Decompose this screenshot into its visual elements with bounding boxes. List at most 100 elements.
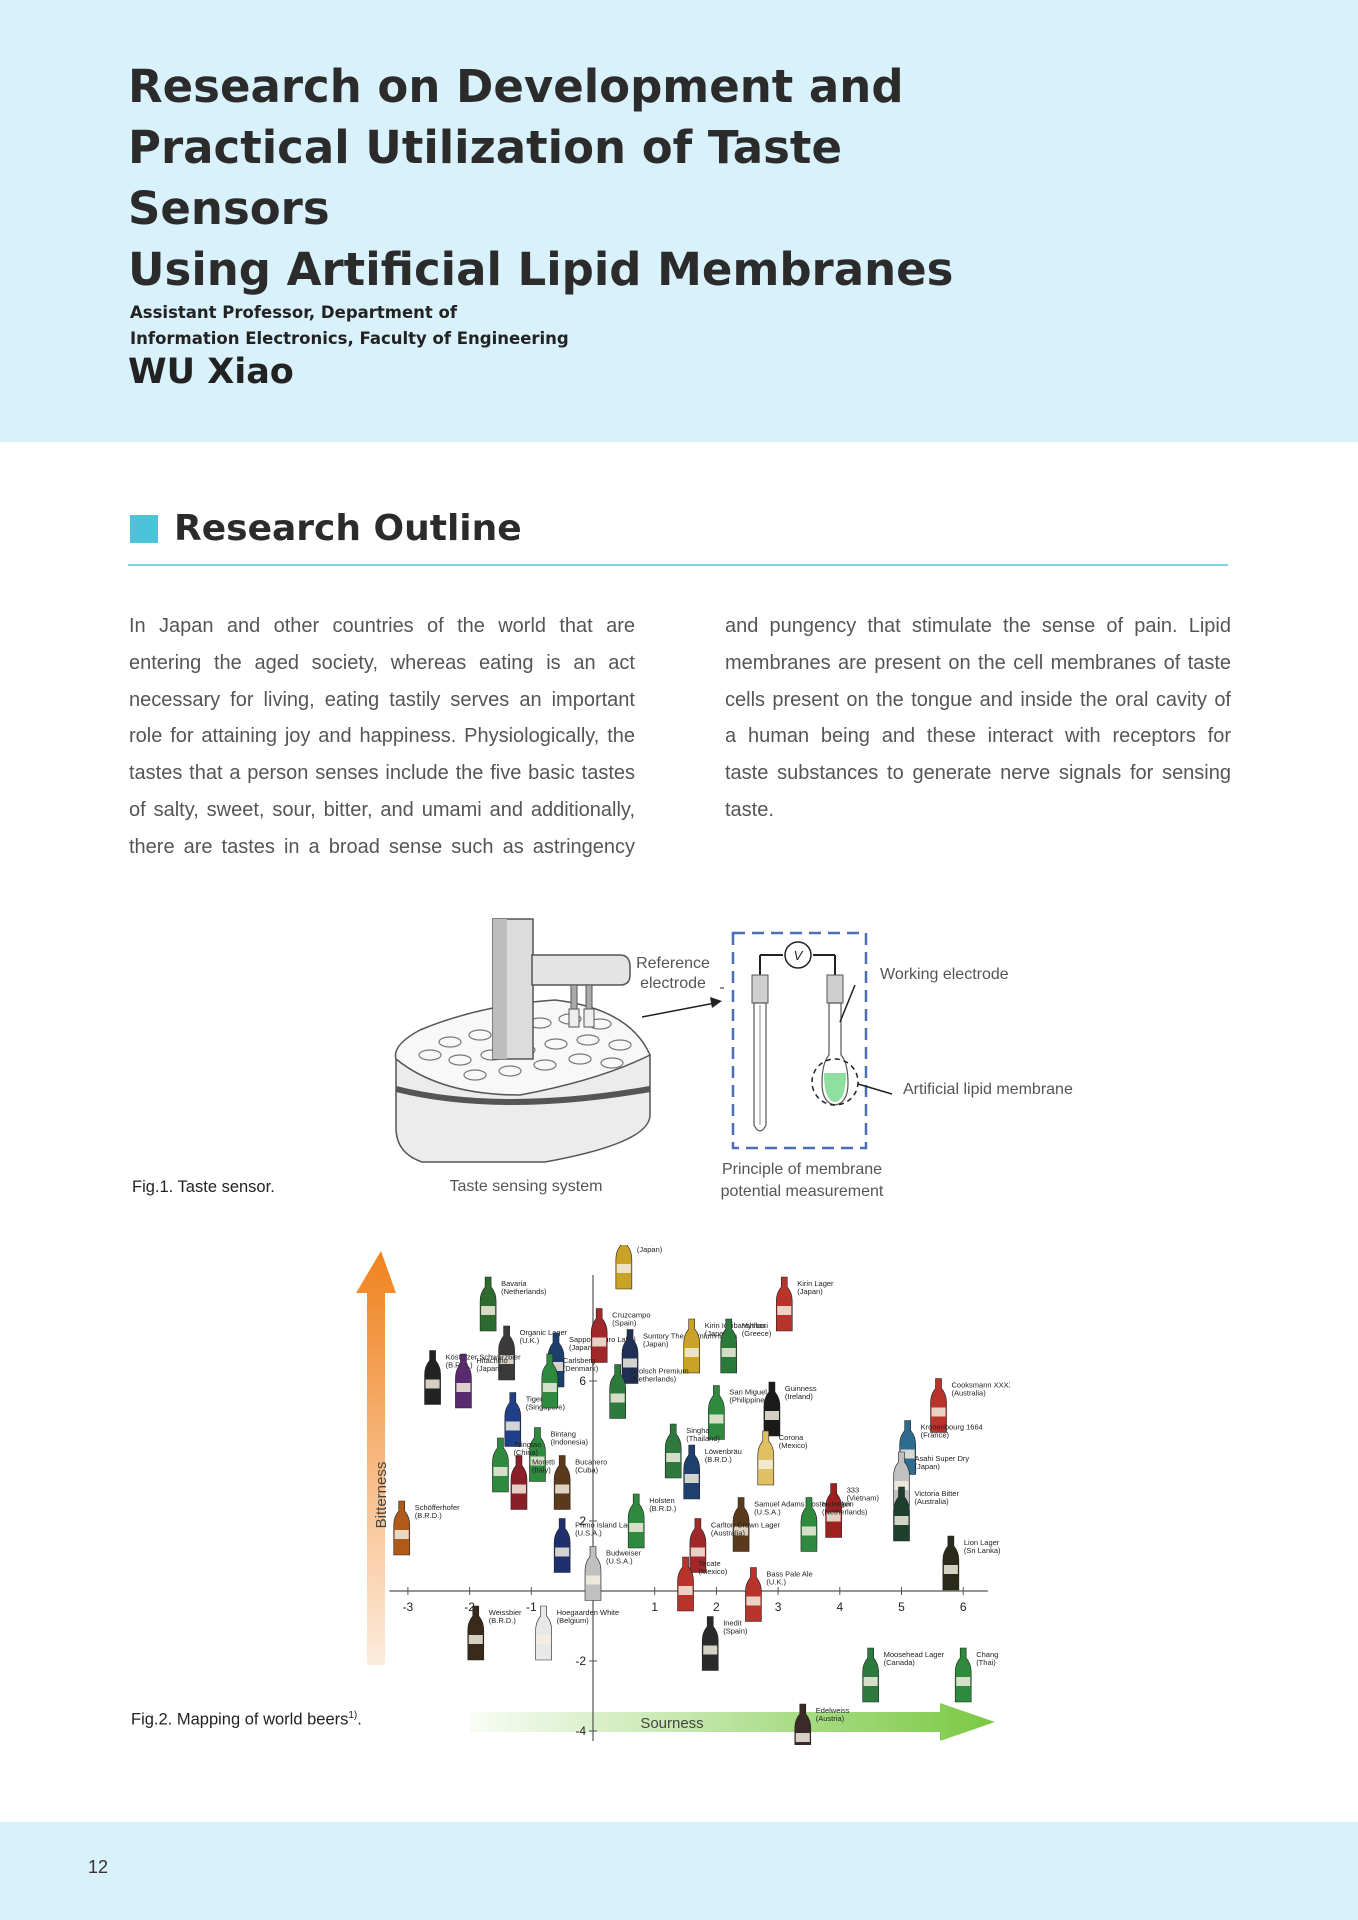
beer-name-label: Löwenbräu(B.R.D.) (705, 1447, 742, 1464)
beer-name-line: Primo Island Lager (575, 1521, 638, 1530)
beer-country-line: (Indonesia) (550, 1438, 588, 1447)
beer-label-band (943, 1565, 958, 1574)
beer-country-line: (U.K.) (766, 1578, 786, 1587)
beer-name-line: Edelweiss (816, 1706, 850, 1715)
title-line: Practical Utilization of Taste Sensors (128, 121, 842, 235)
beer-label-band (394, 1530, 409, 1539)
beer-name-line: Tecate (699, 1559, 721, 1568)
beer-name-label: Lion Lager(Sri Lanka) (964, 1538, 1001, 1555)
y-tick-label: -4 (575, 1724, 586, 1738)
beer-country-line: (Thailand) (686, 1434, 720, 1443)
beer-country-line: (Netherlands) (631, 1375, 677, 1384)
caption-text: Fig.2. Mapping of world beers (131, 1710, 349, 1729)
beer-label-band (548, 1362, 563, 1371)
beer-name-label: Cruzcampo(Spain) (612, 1311, 650, 1328)
beer-bottle (584, 1546, 602, 1601)
beer-country-line: (B.R.D.) (415, 1511, 443, 1520)
x-tick-label: 2 (713, 1600, 720, 1614)
beer-name-line: Carlsberg (563, 1356, 596, 1365)
beer-bottle (862, 1647, 879, 1703)
beer-bottle (492, 1437, 509, 1493)
taste-sensing-system-label: Taste sensing system (449, 1178, 603, 1195)
beer-label-band (616, 1264, 631, 1273)
beer-country-line: (Italy) (532, 1466, 551, 1475)
beer-country-line: (Japan) (797, 1287, 823, 1296)
beer-bottle (720, 1318, 738, 1374)
beer-name-label: Moosehead Lager(Canada) (884, 1650, 945, 1667)
sourness-arrow (470, 1703, 995, 1741)
beer-name-line: Kirin Lager (797, 1279, 834, 1288)
beer-name-line: Sapporo Yebisu (637, 1245, 690, 1246)
beer-name-label: Mythos(Greece) (742, 1321, 772, 1338)
beer-bottle (757, 1430, 775, 1486)
body-line: membranes are present on the cell membra… (725, 651, 1231, 674)
beer-label-band (894, 1516, 909, 1525)
body-line: and pungency that stimulate the sense of… (725, 615, 1231, 637)
beer-country-line: (Greece) (742, 1329, 772, 1338)
beer-label-band (592, 1337, 607, 1347)
body-line: of salty, sweet, sour, bitter, and umami… (129, 798, 635, 821)
beer-name-line: Bass Pale Ale (766, 1570, 812, 1579)
beer-name-line: Asahi Super Dry (915, 1454, 970, 1463)
beer-bottle (930, 1378, 947, 1433)
beer-bottle (553, 1455, 571, 1510)
beer-name-line: Bavaria (501, 1279, 527, 1288)
beer-name-line: Samuel Adams Boston Lager (754, 1500, 852, 1509)
beer-country-line: (Spain) (612, 1319, 637, 1328)
beer-bottle (455, 1353, 472, 1409)
label-line: electrode (640, 975, 706, 992)
x-tick-label: 4 (836, 1600, 843, 1614)
beer-name-line: Hoegaarden White (557, 1608, 620, 1617)
taste-sensing-system-illustration (394, 918, 651, 1163)
beer-name-label: Sapporo Yebisu(Japan) (637, 1245, 690, 1254)
y-tick-label: -2 (575, 1654, 586, 1668)
beer-name-label: Singha(Thailand) (686, 1426, 720, 1443)
body-line: cells present on the tongue and inside t… (725, 688, 1231, 711)
author-affiliation: Assistant Professor, Department of Infor… (130, 300, 730, 352)
beer-bottle (701, 1616, 719, 1671)
beer-name-line: Budweiser (606, 1549, 642, 1558)
beer-label-band (734, 1526, 749, 1536)
beer-name-line: Corona (779, 1433, 804, 1442)
beer-country-line: (France) (921, 1431, 950, 1440)
beer-name-label: Victoria Bitter(Australia) (915, 1489, 960, 1506)
beer-country-line: (Denmark) (563, 1364, 599, 1373)
body-column-left: In Japan and other countries of the worl… (129, 608, 635, 866)
x-tick-label: -1 (526, 1600, 537, 1614)
x-tick-label: 6 (960, 1600, 967, 1614)
beer-name-label: Budweiser(U.S.A.) (606, 1549, 642, 1566)
beer-name-label: Kirin Ichibanshibori(Japan) (705, 1321, 769, 1338)
beer-name-line: Cooksmann XXXX (952, 1381, 1010, 1390)
beer-bottle (535, 1605, 552, 1661)
y-tick-label: 6 (579, 1374, 586, 1388)
section-divider (128, 564, 1228, 566)
beer-bottle (479, 1276, 497, 1332)
beer-label-band (511, 1484, 526, 1494)
beer-name-label: Bass Pale Ale(U.K.) (766, 1570, 812, 1587)
beer-bottle (677, 1556, 694, 1612)
beer-bottle (745, 1567, 762, 1622)
beer-bottle (775, 1276, 793, 1332)
body-column-right: and pungency that stimulate the sense of… (725, 608, 1231, 829)
beer-label-band (666, 1453, 681, 1462)
beer-name-label: 333(Vietnam) (847, 1486, 880, 1503)
beer-bottle (763, 1381, 781, 1437)
body-line: necessary for living, eating tastily ser… (129, 688, 635, 711)
artificial-lipid-membrane-label: Artificial lipid membrane (903, 1081, 1073, 1098)
beer-country-line: (Japan) (705, 1329, 731, 1338)
beer-name-label: Carlton Crown Lager(Australia) (711, 1521, 781, 1538)
body-line: taste substances to generate nerve signa… (725, 762, 1231, 785)
affiliation-line: Information Electronics, Faculty of Engi… (130, 329, 569, 348)
beer-label-band (610, 1393, 625, 1403)
measurement-box (731, 931, 868, 1150)
beer-country-line: (Australia) (711, 1529, 746, 1538)
beer-name-line: Hitachino (476, 1356, 507, 1365)
beer-name-label: Inedit(Spain) (723, 1619, 748, 1636)
body-line: entering the aged society, whereas eatin… (129, 651, 635, 674)
beer-bottle (529, 1427, 546, 1482)
footer-band (0, 1822, 1358, 1920)
beer-name-line: Carlton Crown Lager (711, 1521, 781, 1530)
section-title: Research Outline (174, 508, 522, 549)
beer-bottle (504, 1392, 522, 1447)
